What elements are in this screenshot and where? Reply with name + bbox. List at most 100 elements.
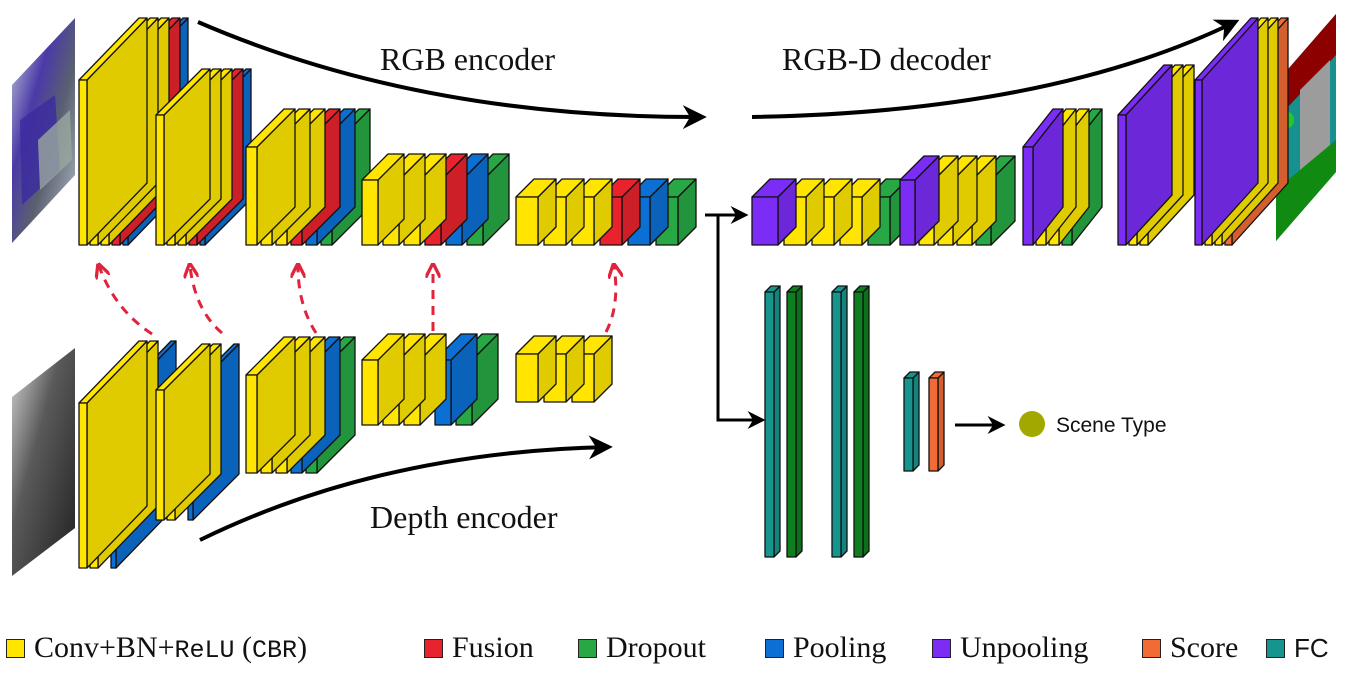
fc-swatch [1266,638,1285,658]
unpooling-layer [1194,17,1259,246]
fc-layer [831,285,848,558]
legend-item-cbr: Conv+BN+ReLU (CBR) [6,626,307,670]
encoder-to-classifier-arrow [716,215,766,429]
cbr-layer-front [245,146,258,246]
unpooling-layer [1117,64,1173,246]
score-swatch [1142,638,1161,658]
legend-text: ( [234,631,253,664]
fc-layer-side [912,371,920,472]
unpooling-layer-front [751,196,779,246]
stage [1022,108,1103,246]
pooling-swatch [765,638,784,658]
fusion-arrow [604,266,616,333]
stage [155,343,240,521]
legend-text-mono: CBR [252,636,298,665]
legend-label: Score [1170,631,1238,665]
score-layer [928,371,945,472]
stage [751,178,909,246]
rgbd-decoder-label: RGB-D decoder [782,41,991,77]
fc-layer-front [764,291,775,558]
legend-text: Score [1170,631,1239,664]
fusion-arrows [99,266,616,336]
fc_dropout-layer [853,285,870,558]
unpooling-layer-front [1194,79,1203,246]
legend-label: Pooling [793,631,886,665]
legend-label: Unpooling [960,631,1088,665]
cbr-layer-front [78,402,88,569]
cbr-layer-front [361,359,379,426]
legend-text-mono: ReLU [174,636,235,665]
rgb-encoder-label: RGB encoder [380,41,555,77]
rgb-input-image [12,18,75,243]
cbr-layer-front [155,389,165,521]
depth-encoder-arrow [199,435,613,542]
depth-encoder-label: Depth encoder [370,499,558,535]
legend-item-fusion: Fusion [424,626,534,670]
fc-layer-side [773,285,781,558]
cbr-layer [515,335,557,403]
stage [1117,64,1195,246]
legend-text: Pooling [793,631,887,664]
cbr-layer [245,336,296,474]
unpooling-layer [1022,108,1064,246]
fc_dropout-layer-front [786,291,797,558]
fc_dropout-layer-side [795,285,803,558]
stage [245,108,371,246]
cbr-layer [361,153,405,246]
fc-layer [764,285,781,558]
cbr-layer [155,343,211,521]
legend-item-pooling: Pooling [765,626,886,670]
score-layer-side [937,371,945,472]
legend: Conv+BN+ReLU (CBR) Fusion Dropout Pooling Un… [0,626,1346,670]
fc_dropout-layer [786,285,803,558]
unpooling-layer-front [1117,114,1127,246]
fc-layer-front [831,291,842,558]
stage [245,336,356,474]
cbr-layer-front [515,196,539,246]
legend-label: Conv+BN+ReLU (CBR) [34,631,307,665]
stage [361,333,499,426]
stage [515,178,697,246]
legend-label: FC [1294,633,1329,664]
scene-type-dot [1019,411,1045,437]
legend-text: Unpooling [960,631,1089,664]
unpooling-layer [899,155,940,246]
legend-text: Dropout [606,631,706,664]
legend-text: FC [1294,632,1329,663]
scene-classifier [764,285,945,558]
unpooling-layer [751,178,797,246]
cbr-swatch [6,638,25,658]
cbr-layer [78,17,148,246]
legend-text: ) [297,631,308,664]
legend-text: Conv+BN+ [34,631,175,664]
rgb-encoder [78,17,697,246]
legend-item-dropout: Dropout [578,626,706,670]
legend-item-unpooling: Unpooling [932,626,1088,670]
cbr-layer [515,178,557,246]
fc_dropout-layer-side [862,285,870,558]
fc-layer-side [840,285,848,558]
unpooling-layer-front [1022,146,1034,246]
fc-layer [903,371,920,472]
segmentation-output-image [1276,14,1336,241]
dropout-swatch [578,638,597,658]
depth-input-image [12,348,75,576]
cbr-layer-front [361,179,379,246]
unpooling-swatch [932,638,951,658]
cbr-layer [245,108,296,246]
stage [155,68,252,246]
stage [899,155,1016,246]
legend-label: Dropout [606,631,706,665]
cbr-layer [361,333,405,426]
fusion-swatch [424,638,443,658]
depth-encoder [78,333,613,569]
fc_dropout-layer-front [853,291,864,558]
stage [361,153,510,246]
scene-type-label: Scene Type [1056,414,1167,437]
fusion-arrow [99,266,153,336]
stage [515,335,613,403]
legend-label: Fusion [452,631,534,665]
unpooling-layer-front [899,179,916,246]
fc-layer-front [903,377,914,472]
